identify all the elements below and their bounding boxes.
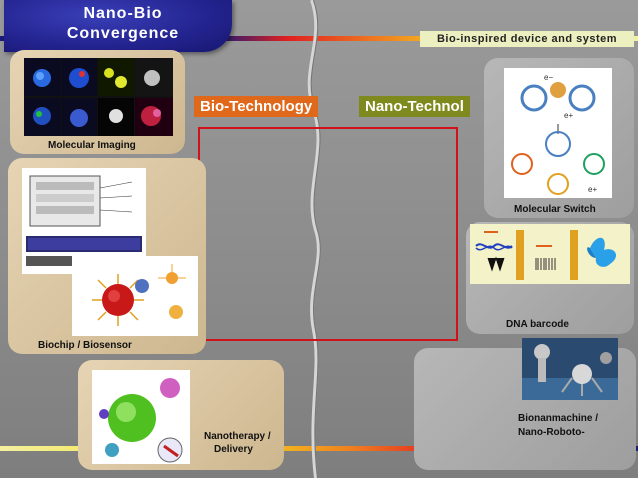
bottom-gradient-bar: [0, 446, 638, 451]
nano-technology-tag: Nano-Technol: [359, 96, 470, 117]
bionanmachine-label-1: Bionanmachine /: [518, 413, 599, 424]
wavy-divider: [307, 0, 321, 478]
nanotherapy-panel: Nanotherapy / Delivery: [78, 360, 284, 470]
convergence-frame: [198, 127, 458, 341]
dna-barcode-image: [470, 224, 630, 284]
dna-barcode-label: DNA barcode: [506, 319, 569, 330]
title-line-2: Convergence: [66, 25, 180, 42]
title-box: Nano-Bio Convergence: [4, 0, 232, 52]
top-gradient-bar: [0, 36, 638, 41]
svg-text:e+: e+: [588, 185, 597, 194]
molecular-switch-label: Molecular Switch: [514, 204, 596, 215]
molecular-switch-image: e− e+ e+: [504, 68, 612, 198]
nanotherapy-label-2: Delivery: [214, 444, 253, 455]
biochip-label: Biochip / Biosensor: [38, 340, 132, 351]
page-title: Nano-Bio Convergence: [4, 4, 242, 44]
nanotherapy-label-1: Nanotherapy /: [204, 431, 271, 442]
bio-inspired-tag: Bio-inspired device and system: [420, 31, 634, 47]
molecular-switch-panel: e− e+ e+ Molecular Switch: [484, 58, 634, 218]
nanotherapy-image: [92, 370, 190, 464]
bionanmachine-image: [522, 338, 618, 400]
molecular-imaging-image: [24, 58, 173, 136]
biosensor-particle-image: [72, 256, 198, 336]
svg-text:e−: e−: [544, 73, 553, 82]
svg-text:e+: e+: [564, 111, 573, 120]
molecular-imaging-panel: Molecular Imaging: [10, 50, 185, 154]
title-line-1: Nano-Bio: [83, 5, 163, 22]
biochip-panel: Biochip / Biosensor: [8, 158, 206, 354]
bio-technology-tag: Bio-Technology: [194, 96, 319, 117]
bionanmachine-label-2: Nano-Roboto-: [518, 427, 585, 438]
molecular-imaging-label: Molecular Imaging: [48, 140, 136, 151]
dna-barcode-panel: DNA barcode: [466, 222, 634, 334]
bionanmachine-panel: Bionanmachine / Nano-Roboto-: [414, 338, 636, 470]
